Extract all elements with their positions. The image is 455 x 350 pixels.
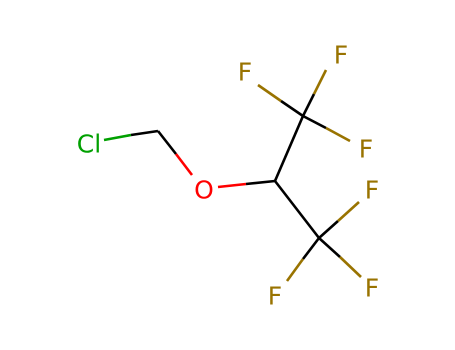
atom-label-o: O (194, 176, 214, 205)
bond-ch2-o-c-half (156, 130, 178, 155)
bond-c-f5-f-half (285, 258, 305, 282)
atom-label-f5: F (268, 282, 282, 311)
bond-c-f5-c-half (301, 237, 321, 260)
bond-c-f3-c-half (302, 114, 327, 130)
bond-c-f1-f-half (257, 83, 282, 103)
bond-ch-cf3-upper (273, 115, 305, 182)
bond-ch2-o-o-half (174, 153, 194, 176)
bond-c-f2-f-half (312, 69, 328, 95)
bond-o-ch-o-half (217, 182, 247, 189)
bond-c-f4-c-half (318, 220, 339, 239)
bond-c-f6-f-half (339, 256, 362, 278)
bond-c-f2-c-half (301, 93, 316, 117)
bond-ch-cf3-lower (273, 180, 321, 239)
bond-c-f3-f-half (325, 126, 351, 143)
bond-cl-ch2-cl-half (103, 133, 132, 142)
bond-c-f4-f-half (337, 201, 360, 222)
bond-o-ch-c-half (245, 179, 276, 186)
atom-label-cl: Cl (77, 130, 101, 159)
atom-label-f2: F (334, 41, 348, 70)
atom-label-f6: F (365, 274, 379, 303)
atom-label-f4: F (365, 176, 379, 205)
bond-c-f1-c-half (280, 99, 304, 118)
bond-c-f6-c-half (318, 237, 341, 258)
atom-label-f3: F (359, 135, 373, 164)
bond-cl-ch2-c-half (130, 129, 159, 137)
atom-label-f1: F (238, 58, 252, 87)
